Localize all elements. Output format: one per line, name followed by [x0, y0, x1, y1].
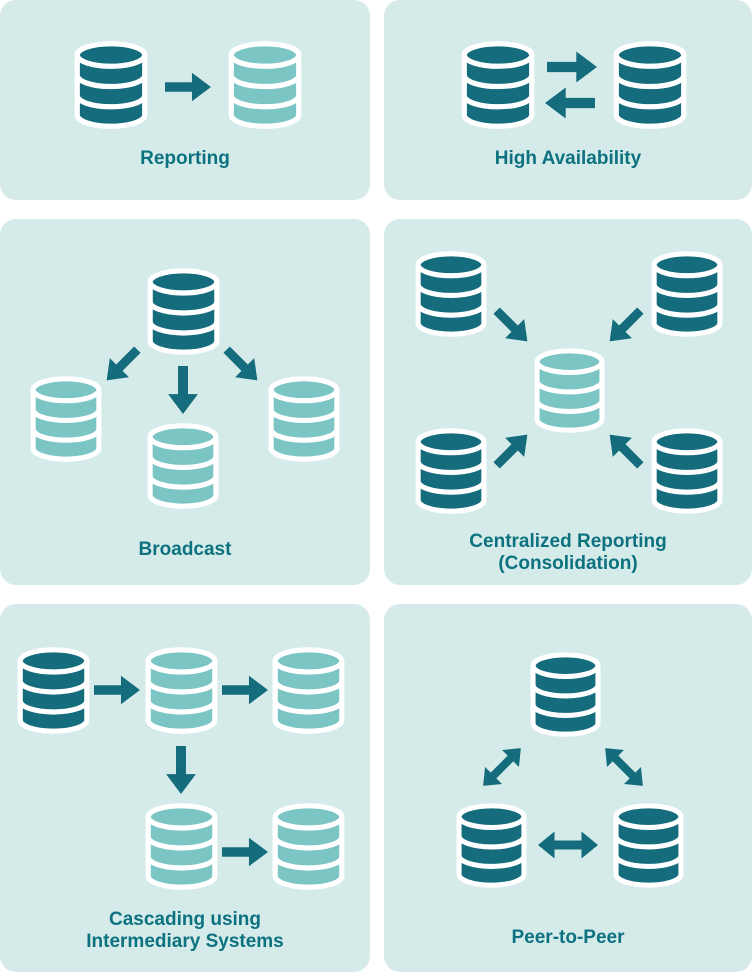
- panel-label-line: Cascading using: [108, 909, 262, 930]
- arrow-up-right-icon: [487, 425, 537, 475]
- panel-label-line: High Availability: [494, 148, 642, 169]
- database-icon-dark: [413, 250, 489, 338]
- database-icon-dark: [15, 646, 92, 735]
- arrow-right-icon: [94, 676, 140, 705]
- database-icon-dark: [145, 267, 222, 356]
- database-icon-light: [266, 375, 342, 463]
- panel-high-availability: High Availability: [384, 0, 752, 200]
- double-arrow-horizontal-icon: [538, 832, 598, 859]
- arrow-left-icon: [545, 88, 595, 119]
- arrow-down-right-icon: [487, 301, 537, 351]
- database-icon-light: [28, 375, 104, 463]
- arrow-down-right-icon: [217, 340, 267, 390]
- arrow-right-icon: [222, 676, 268, 705]
- database-icon-dark: [454, 802, 529, 889]
- database-icon-light: [143, 646, 220, 735]
- panel-label-line: Broadcast: [138, 539, 232, 560]
- panel-label: Cascading using Intermediary Systems: [0, 909, 370, 953]
- arrow-up-left-icon: [600, 425, 650, 475]
- panel-label-line: Reporting: [140, 148, 230, 169]
- arrow-down-left-icon: [97, 340, 147, 390]
- database-icon-light: [226, 40, 304, 130]
- database-icon-light: [532, 347, 607, 434]
- database-icon-light: [270, 802, 347, 891]
- panel-label: Broadcast: [0, 539, 370, 561]
- database-icon-dark: [649, 427, 725, 515]
- panel-label: Centralized Reporting (Consolidation): [384, 531, 752, 575]
- panel-label-line: Peer-to-Peer: [511, 927, 625, 948]
- arrow-right-icon: [165, 73, 211, 102]
- panel-cascading: Cascading using Intermediary Systems: [0, 604, 370, 972]
- database-icon-dark: [72, 40, 150, 130]
- database-icon-dark: [459, 40, 537, 130]
- database-icon-light: [145, 422, 221, 510]
- database-icon-dark: [611, 802, 686, 889]
- arrow-right-icon: [547, 52, 597, 83]
- arrow-down-icon: [166, 746, 196, 794]
- arrow-right-icon: [222, 838, 268, 867]
- double-arrow-diagonal-icon: [474, 739, 529, 794]
- arrow-down-icon: [168, 366, 198, 414]
- database-icon-light: [270, 646, 347, 735]
- panel-label-line: Centralized Reporting: [469, 531, 667, 552]
- panel-label: Peer-to-Peer: [384, 927, 752, 949]
- panel-label-line: Intermediary Systems: [86, 931, 284, 952]
- panel-label: High Availability: [384, 148, 752, 170]
- panel-broadcast: Broadcast: [0, 219, 370, 585]
- panel-label-line: (Consolidation): [498, 553, 638, 574]
- panel-reporting: Reporting: [0, 0, 370, 200]
- database-icon-dark: [611, 40, 689, 130]
- panel-peer-to-peer: Peer-to-Peer: [384, 604, 752, 972]
- panel-label: Reporting: [0, 148, 370, 170]
- database-icon-dark: [649, 250, 725, 338]
- database-icon-dark: [528, 651, 603, 738]
- arrow-down-left-icon: [600, 301, 650, 351]
- database-icon-light: [143, 802, 220, 891]
- database-icon-dark: [413, 427, 489, 515]
- panel-centralized-reporting: Centralized Reporting (Consolidation): [384, 219, 752, 585]
- double-arrow-diagonal-icon: [596, 739, 651, 794]
